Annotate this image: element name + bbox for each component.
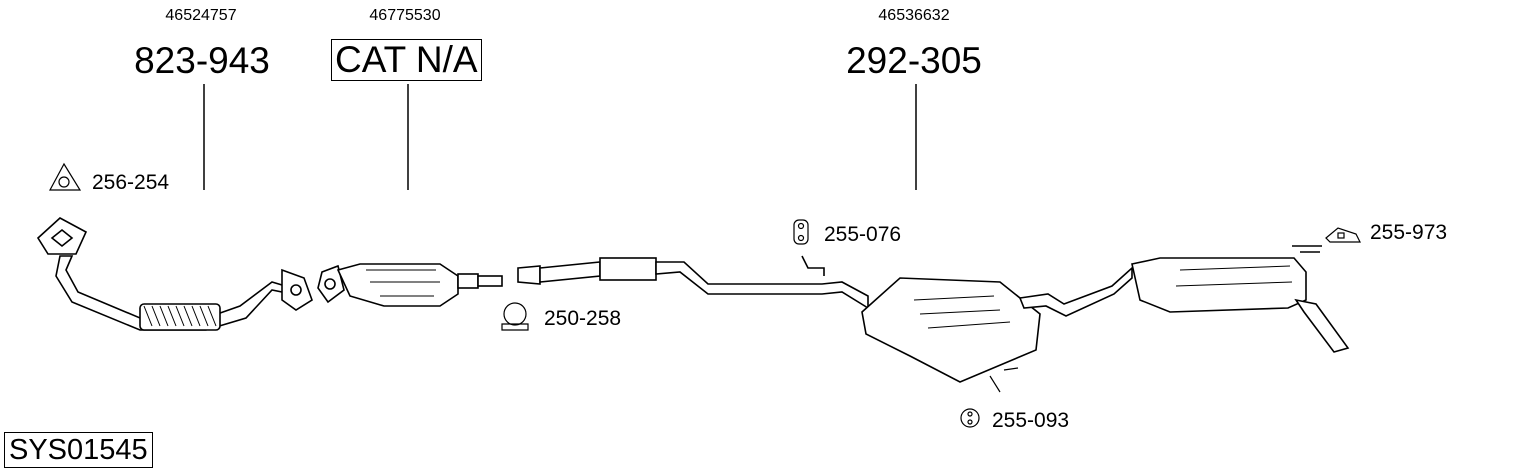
clamp-icon <box>501 302 529 331</box>
accessory-label-rubber-ring[interactable]: 255-093 <box>992 409 1070 432</box>
accessory-label-gasket[interactable]: 256-254 <box>92 171 170 194</box>
part-number-rear-section[interactable]: 292-305 <box>846 40 982 81</box>
rubber-hanger-icon <box>793 219 809 245</box>
accessory-label-mounting-rubber[interactable]: 255-973 <box>1370 221 1448 244</box>
front-pipe-part <box>36 217 313 331</box>
center-pipe-part <box>517 255 869 310</box>
catalytic-converter-part <box>317 263 503 307</box>
accessory-label-hanger[interactable]: 255-076 <box>824 223 902 246</box>
system-code-badge: SYS01545 <box>4 432 153 468</box>
part-number-catalyst[interactable]: CAT N/A <box>331 39 482 81</box>
gasket-triangle-icon <box>48 162 82 191</box>
part-number-front-pipe[interactable]: 823-943 <box>134 40 270 81</box>
oem-number-rear-section: 46536632 <box>878 7 950 24</box>
rubber-ring-icon <box>960 408 980 428</box>
mounting-rubber-icon <box>1325 227 1361 243</box>
oem-number-front-pipe: 46524757 <box>165 7 237 24</box>
oem-number-catalyst: 46775530 <box>369 7 441 24</box>
accessory-label-clamp[interactable]: 250-258 <box>544 307 622 330</box>
rear-section-part <box>861 245 1350 393</box>
